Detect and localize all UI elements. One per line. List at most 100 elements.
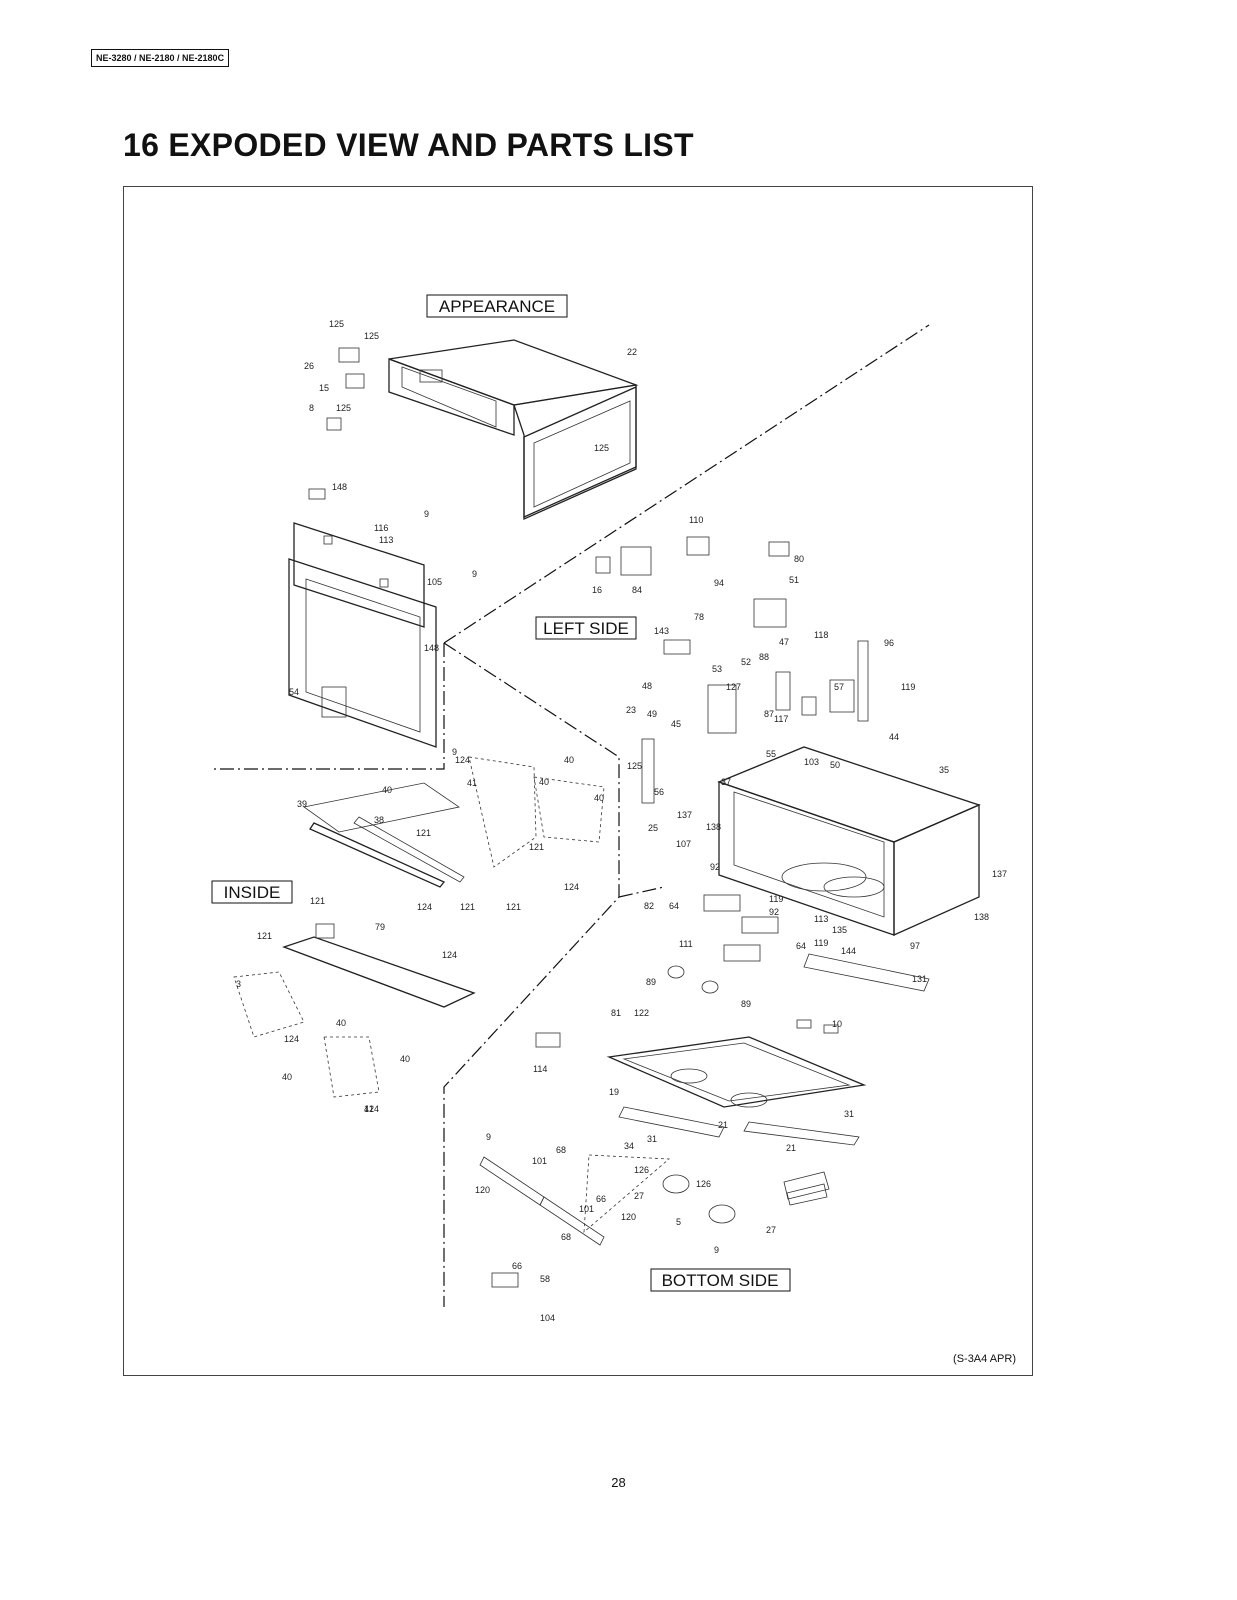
- callout-label: 66: [596, 1194, 606, 1204]
- callout-label: 138: [974, 912, 989, 922]
- diagram-code: (S-3A4 APR): [953, 1353, 1016, 1365]
- callout-label: 55: [766, 749, 776, 759]
- callout-label: 9: [714, 1245, 719, 1255]
- callout-label: 50: [830, 760, 840, 770]
- diagram-svg: APPEARANCE LEFT SIDE INSIDE BOTTOM SIDE …: [211, 294, 1007, 1323]
- callout-label: 131: [912, 974, 927, 984]
- callout-label: 121: [529, 842, 544, 852]
- callout-label: 9: [424, 509, 429, 519]
- callout-label: 148: [424, 643, 439, 653]
- callout-label: 64: [669, 901, 679, 911]
- callout-label: 120: [475, 1185, 490, 1195]
- callout-label: 40: [336, 1018, 346, 1028]
- callout-label: 38: [374, 815, 384, 825]
- callout-label: 126: [696, 1179, 711, 1189]
- cabinet-small-parts: [326, 347, 365, 431]
- callout-label: 126: [634, 1165, 649, 1175]
- callout-label: 92: [769, 907, 779, 917]
- callout-label: 21: [786, 1143, 796, 1153]
- callout-label: 51: [789, 575, 799, 585]
- callout-label: 113: [814, 914, 828, 924]
- callout-label: 121: [257, 931, 272, 941]
- callout-label: 137: [677, 810, 692, 820]
- callout-label: 40: [282, 1072, 292, 1082]
- callout-label: 124: [455, 755, 470, 765]
- callout-label: 9: [472, 569, 477, 579]
- callout-label: 37: [721, 777, 731, 787]
- callout-label: 89: [741, 999, 751, 1009]
- callout-label: 88: [759, 652, 769, 662]
- callout-label: 26: [304, 361, 314, 371]
- callout-label: 54: [289, 687, 299, 697]
- callout-label: 22: [627, 347, 637, 357]
- callout-label: 79: [375, 922, 385, 932]
- callout-label: 143: [654, 626, 669, 636]
- model-tag: NE-3280 / NE-2180 / NE-2180C: [91, 49, 230, 67]
- callout-label: 97: [910, 941, 920, 951]
- callout-label: 148: [332, 482, 347, 492]
- callout-label: 10: [832, 1019, 842, 1029]
- section-label-left-side: LEFT SIDE: [543, 619, 629, 638]
- callout-label: 16: [592, 585, 602, 595]
- callout-label: 104: [540, 1313, 555, 1323]
- section-label-bottom-side: BOTTOM SIDE: [662, 1271, 779, 1290]
- callout-label: 119: [814, 938, 828, 948]
- bottom-side-parts: [479, 894, 930, 1288]
- callout-label: 45: [671, 719, 681, 729]
- callout-label: 39: [297, 799, 307, 809]
- callout-label: 23: [626, 705, 636, 715]
- callout-label: 31: [844, 1109, 854, 1119]
- callout-label: 9: [452, 747, 457, 757]
- callout-label: 120: [621, 1212, 636, 1222]
- callout-label: 82: [644, 901, 654, 911]
- callout-label: 68: [561, 1232, 571, 1242]
- callout-label: 135: [832, 925, 847, 935]
- callout-label: 53: [712, 664, 722, 674]
- callout-label: 49: [647, 709, 657, 719]
- oven-body-drawing: [717, 746, 981, 937]
- callout-label: 52: [741, 657, 751, 667]
- callout-label: 80: [794, 554, 804, 564]
- callout-label: 121: [506, 902, 521, 912]
- callout-label: 92: [710, 862, 720, 872]
- callout-label: 125: [364, 331, 379, 341]
- left-side-parts: [595, 536, 869, 804]
- callout-label: 40: [382, 785, 392, 795]
- callout-label: 113: [379, 535, 393, 545]
- callout-label: 107: [676, 839, 691, 849]
- callout-label: 58: [540, 1274, 550, 1284]
- callout-label: 96: [884, 638, 894, 648]
- cabinet-drawing: [388, 339, 639, 521]
- callout-label: 117: [774, 714, 788, 724]
- section-dividers: [212, 324, 930, 1307]
- callout-label: 35: [939, 765, 949, 775]
- callout-label: 48: [642, 681, 652, 691]
- callout-label: 118: [814, 630, 828, 640]
- callout-label: 116: [374, 523, 388, 533]
- callout-label: 57: [834, 682, 844, 692]
- page-number: 28: [611, 1475, 626, 1490]
- callout-label: 41: [467, 778, 477, 788]
- callout-label: 3: [236, 979, 241, 989]
- door-drawing: [288, 488, 437, 748]
- callout-label: 56: [654, 787, 664, 797]
- callout-label: 40: [594, 793, 604, 803]
- callout-label: 19: [609, 1087, 619, 1097]
- callout-label: 27: [634, 1191, 644, 1201]
- inside-parts: [233, 756, 605, 1098]
- callout-label: 105: [427, 577, 442, 587]
- callout-label: 44: [889, 732, 899, 742]
- callout-label: 27: [766, 1225, 776, 1235]
- callout-label: 121: [416, 828, 431, 838]
- section-label-appearance: APPEARANCE: [439, 297, 555, 316]
- callout-label: 78: [694, 612, 704, 622]
- callout-label: 31: [647, 1134, 657, 1144]
- callout-label: 9: [486, 1132, 491, 1142]
- callout-label: 114: [533, 1064, 547, 1074]
- callout-label: 125: [594, 443, 609, 453]
- callout-label: 81: [611, 1008, 621, 1018]
- callout-label: 137: [992, 869, 1007, 879]
- callout-label: 122: [634, 1008, 649, 1018]
- callout-label: 125: [627, 761, 642, 771]
- callout-label: 68: [556, 1145, 566, 1155]
